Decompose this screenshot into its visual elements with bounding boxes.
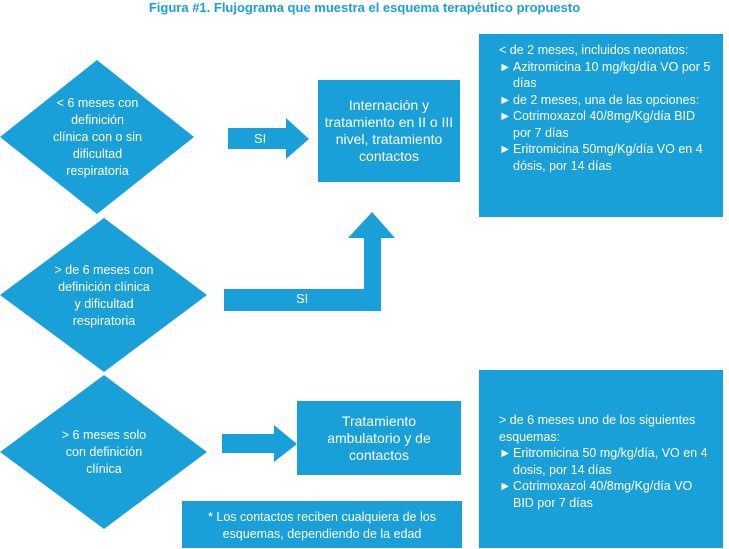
scheme-bottom-item: ► Cotrimoxazol 40/8mg/Kg/día VO BID por …: [499, 478, 713, 511]
arrow-bullet-icon: ►: [499, 109, 512, 123]
diamond-1-line: respiratoria: [66, 163, 129, 178]
diamond-3-shape: [0, 375, 207, 529]
diamond-2-line: > de 6 meses con: [54, 262, 154, 277]
diamond-2-text: > de 6 meses con definición clínica y di…: [40, 243, 168, 348]
scheme-bottom-item: ► Eritromicina 50 mg/kg/día, VO en 4 dos…: [499, 445, 713, 478]
arrow-2-label: SI: [296, 291, 309, 306]
arrow-right-2: [222, 425, 297, 462]
footnote-box: * Los contactos reciben cualquiera de lo…: [182, 501, 462, 548]
diamond-2-line: definición clínica: [58, 279, 150, 294]
diamond-1-line: dificultad: [72, 146, 123, 161]
diamond-1-text: < 6 meses con definición clínica con o s…: [40, 82, 155, 192]
scheme-bottom-item-text: Cotrimoxazol 40/8mg/Kg/día VO BID por 7 …: [513, 479, 693, 510]
scheme-top-item: ► de 2 meses, una de las opciones:: [499, 92, 713, 109]
scheme-top-item-text: de 2 meses, una de las opciones:: [513, 92, 700, 107]
arrow-bullet-icon: ►: [499, 479, 512, 493]
ambulatorio-text: Tratamiento ambulatorio y de contactos: [327, 412, 431, 463]
scheme-top-item-text: Azitromicina 10 mg/kg/día VO por 5 días: [513, 59, 711, 91]
scheme-top-item: ► Cotrimoxazol 40/8mg/Kg/día BID por 7 d…: [499, 108, 713, 141]
scheme-top-header: < de 2 meses, incluidos neonatos:: [499, 43, 689, 57]
arrow-bullet-icon: ►: [499, 92, 512, 107]
diamond-1-line: < 6 meses con: [56, 95, 139, 110]
scheme-top-item: ► Azitromicina 10 mg/kg/día VO por 5 día…: [499, 59, 713, 92]
ambulatorio-box: Tratamiento ambulatorio y de contactos: [297, 401, 461, 475]
arrow-bent-up: [224, 212, 395, 311]
diamond-2-line: y dificultad: [74, 296, 134, 311]
diamond-1-line: clínica con o sin: [53, 129, 142, 144]
footnote-text: * Los contactos reciben cualquiera de lo…: [208, 510, 436, 541]
diamond-3-line: > 6 meses solo: [61, 428, 147, 442]
diamond-3-line: clínica: [86, 462, 122, 476]
scheme-top-box: < de 2 meses, incluidos neonatos: ► Azit…: [479, 34, 723, 217]
scheme-bottom-header: > de 6 meses uno de los siguientes esque…: [499, 413, 696, 444]
diamond-2-line: respiratoria: [72, 313, 136, 328]
arrow-right-1: [228, 118, 309, 159]
diamond-3-text: > 6 meses solo con definición clínica: [40, 400, 168, 505]
scheme-top-item-text: Eritromicina 50mg/Kg/día VO en 4 dósis, …: [513, 142, 703, 173]
diamond-2-shape: [0, 218, 207, 372]
scheme-bottom-box: > de 6 meses uno de los siguientes esque…: [479, 370, 723, 548]
arrow-bullet-icon: ►: [499, 59, 512, 74]
arrow-bullet-icon: ►: [499, 142, 512, 156]
internacion-text: Internación y tratamiento en II o III ni…: [324, 97, 454, 164]
scheme-bottom-item-text: Eritromicina 50 mg/kg/día, VO en 4 dosis…: [513, 446, 708, 477]
scheme-top-item-text: Cotrimoxazol 40/8mg/Kg/día BID por 7 día…: [513, 109, 696, 140]
figure-title: Figura #1. Flujograma que muestra el esq…: [148, 0, 581, 15]
diamond-1-line: definición: [71, 112, 124, 127]
diamond-1-shape: [0, 60, 194, 214]
arrow-bullet-icon: ►: [499, 446, 512, 460]
scheme-top-item: ► Eritromicina 50mg/Kg/día VO en 4 dósis…: [499, 141, 713, 174]
diamond-3-line: con definición: [65, 445, 143, 459]
arrow-1-label: SI: [254, 131, 267, 146]
internacion-box: Internación y tratamiento en II o III ni…: [318, 80, 460, 182]
